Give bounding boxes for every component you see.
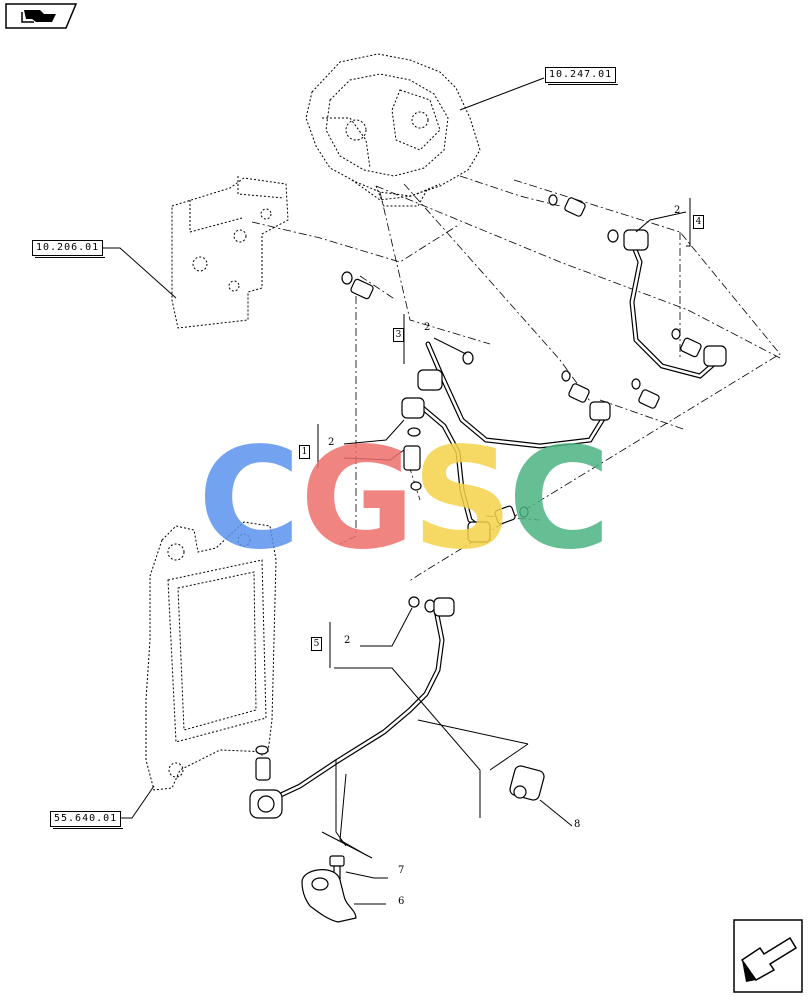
bracket-reference-label[interactable]: 10.206.01 <box>32 240 106 258</box>
kit-box-4: 4 <box>693 215 704 229</box>
next-page-arrow-icon[interactable] <box>733 919 803 993</box>
cooler-reference-label[interactable]: 55.640.01 <box>50 811 124 829</box>
watermark-letter-g: G <box>300 418 415 581</box>
callout-seal-kit-4: 2 <box>674 205 681 216</box>
fittings <box>249 194 727 923</box>
callout-seal-kit-5: 2 <box>344 635 351 646</box>
kit-box-3: 3 <box>393 328 404 342</box>
leader-lines <box>102 77 691 905</box>
watermark-letter-s: S <box>412 418 513 581</box>
watermark-letter-c2: C <box>508 418 611 581</box>
oil-cooler <box>145 521 277 791</box>
book-arrow-icon[interactable] <box>5 3 78 29</box>
callout-seal-kit-3: 2 <box>424 322 431 333</box>
injection-pump <box>305 53 481 207</box>
callout-clamp: 6 <box>398 896 405 907</box>
kit-box-5: 5 <box>311 637 322 651</box>
watermark-letter-c1: C <box>198 418 301 581</box>
callout-seal-kit-1: 2 <box>328 437 335 448</box>
mounting-bracket <box>171 176 289 329</box>
kit-box-1: 1 <box>299 445 310 459</box>
pump-reference-label[interactable]: 10.247.01 <box>545 67 619 85</box>
callout-screw: 7 <box>398 865 405 876</box>
callout-sensor: 8 <box>574 819 581 830</box>
